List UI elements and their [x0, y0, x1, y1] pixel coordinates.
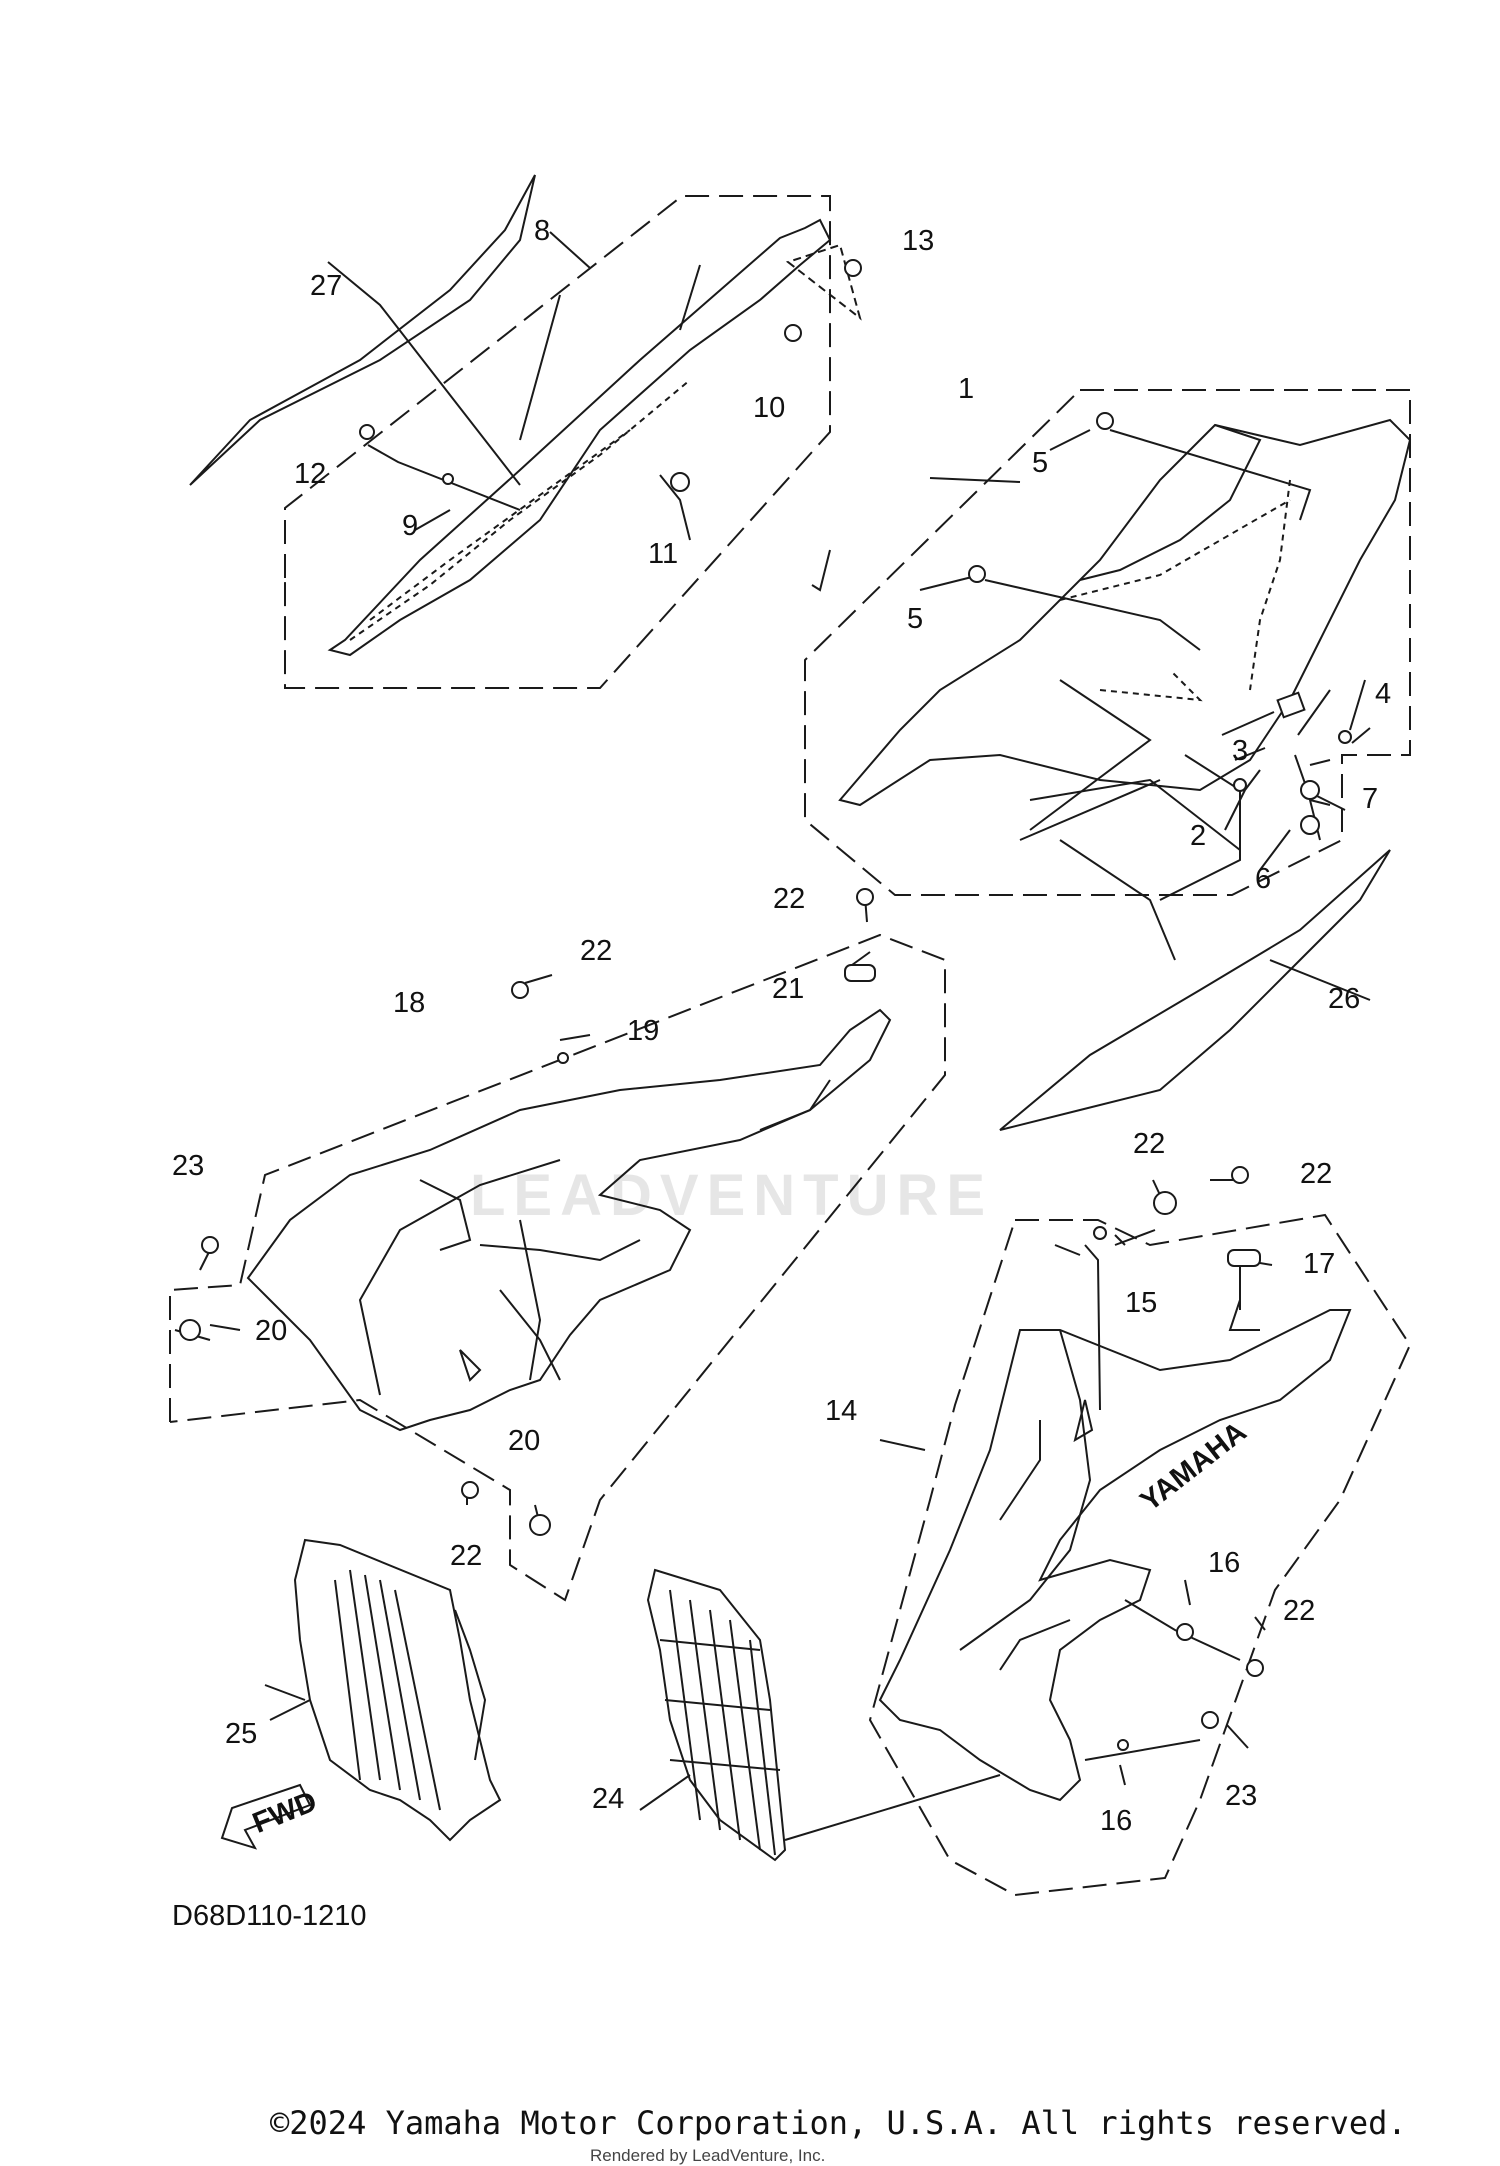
callout-22f: 22 [1283, 1595, 1315, 1627]
callout-9: 9 [402, 510, 418, 542]
fastener-17 [1227, 1249, 1261, 1267]
callout-3: 3 [1232, 735, 1248, 767]
fastener-5b [968, 565, 986, 583]
callout-4: 4 [1375, 678, 1391, 710]
callout-17: 17 [1303, 1248, 1335, 1280]
callout-22c: 22 [450, 1540, 482, 1572]
part-26-decal [999, 849, 1391, 1131]
fastener-3 [1276, 691, 1306, 719]
part-1-side-cover [838, 418, 1412, 807]
fastener-22e [1231, 1166, 1249, 1184]
fastener-16b [1117, 1739, 1129, 1751]
callout-15: 15 [1125, 1287, 1157, 1319]
callout-labels: 1 2 3 4 5 5 6 7 8 9 10 11 12 13 14 15 16… [172, 215, 1391, 1837]
callout-25: 25 [225, 1718, 257, 1750]
group-1-boundary [804, 389, 1411, 896]
callout-23a: 23 [172, 1150, 204, 1182]
callout-8: 8 [534, 215, 550, 247]
fastener-6 [1300, 815, 1320, 835]
watermark: LEADVENTURE [470, 1163, 994, 1228]
fastener-23b [1201, 1711, 1219, 1729]
callout-10: 10 [753, 392, 785, 424]
fastener-4 [1338, 730, 1352, 744]
callout-1: 1 [958, 373, 974, 405]
fastener-22f [1246, 1659, 1264, 1677]
fastener-7 [1300, 780, 1320, 800]
callout-6: 6 [1255, 863, 1271, 895]
callout-7: 7 [1362, 783, 1378, 815]
fastener-22b [511, 981, 529, 999]
group-18-boundary [169, 933, 946, 1602]
fwd-arrow: FWD [220, 1783, 321, 1850]
callout-20a: 20 [255, 1315, 287, 1347]
yamaha-emblem-text: YAMAHA [1135, 1416, 1253, 1518]
fastener-21 [844, 964, 876, 982]
callout-24: 24 [592, 1783, 624, 1815]
callout-16a: 16 [1208, 1547, 1240, 1579]
callout-22d: 22 [1133, 1128, 1165, 1160]
callout-18: 18 [393, 987, 425, 1019]
fastener-11 [670, 472, 690, 492]
callout-2: 2 [1190, 820, 1206, 852]
callout-11: 11 [648, 538, 678, 570]
callout-20b: 20 [508, 1425, 540, 1457]
fastener-19 [557, 1052, 569, 1064]
part-24-radiator-grille [646, 1568, 787, 1862]
fastener-20b [529, 1514, 551, 1536]
fastener-20a [179, 1319, 201, 1341]
fastener-23a [201, 1236, 219, 1254]
fastener-15 [1093, 1226, 1107, 1240]
fastener-22c [461, 1481, 479, 1499]
callout-22e: 22 [1300, 1158, 1332, 1190]
callout-14: 14 [825, 1395, 857, 1427]
callout-21: 21 [772, 973, 804, 1005]
part-27-decal [189, 174, 536, 486]
callout-13: 13 [902, 225, 934, 257]
part-25-radiator-guard [293, 1538, 502, 1842]
copyright-notice: ©2024 Yamaha Motor Corporation, U.S.A. A… [270, 2104, 1407, 2142]
callout-19: 19 [627, 1015, 659, 1047]
fastener-22a [856, 888, 874, 906]
fastener-13 [844, 259, 862, 277]
fastener-2 [1233, 778, 1247, 792]
fastener-5a [1096, 412, 1114, 430]
callout-22a: 22 [773, 883, 805, 915]
callout-26: 26 [1328, 983, 1360, 1015]
fastener-12 [359, 424, 375, 440]
rendered-by-credit: Rendered by LeadVenture, Inc. [590, 2146, 826, 2165]
group-14-boundary [868, 1213, 1412, 1897]
callout-5b: 5 [907, 603, 923, 635]
callout-27: 27 [310, 270, 342, 302]
part-18-tank-cover [246, 1008, 892, 1432]
diagram-code: D68D110-1210 [172, 1900, 367, 1932]
fastener-22d [1153, 1191, 1177, 1215]
callout-23b: 23 [1225, 1780, 1257, 1812]
part-8-seat-rail [327, 218, 832, 657]
fastener-16a [1176, 1623, 1194, 1641]
callout-5a: 5 [1032, 447, 1048, 479]
callout-12: 12 [294, 458, 326, 490]
part-14-shroud [878, 1309, 1352, 1802]
fastener-9 [442, 473, 454, 485]
callout-22b: 22 [580, 935, 612, 967]
fastener-10 [784, 324, 802, 342]
callout-16b: 16 [1100, 1805, 1132, 1837]
group-8-boundary [284, 195, 831, 689]
